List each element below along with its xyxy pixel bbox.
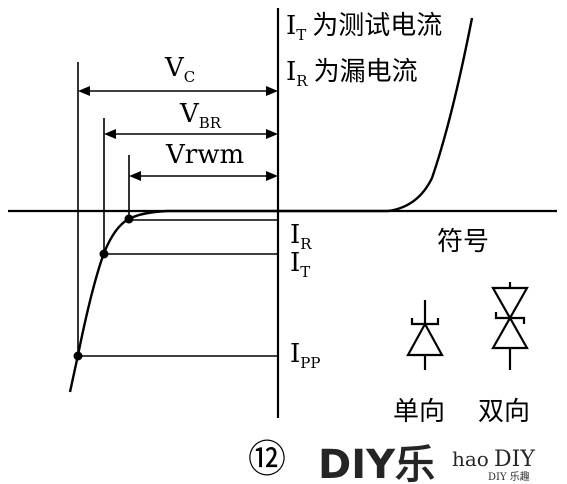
bidirectional-tvs-symbol-icon bbox=[491, 282, 529, 370]
unidirectional-tvs-symbol-icon bbox=[406, 300, 444, 370]
unidirectional-label: 单向 bbox=[393, 397, 445, 427]
forward-iv-curve bbox=[278, 17, 474, 213]
vbr-label: VBR bbox=[179, 99, 222, 132]
ipp-axis-label: IPP bbox=[290, 339, 320, 372]
vrwm-point bbox=[124, 214, 134, 224]
it-axis-label: IT bbox=[290, 248, 310, 281]
vc-point bbox=[73, 351, 83, 361]
vc-label: VC bbox=[164, 53, 195, 86]
vrwm-label: Vrwm bbox=[165, 140, 244, 170]
figure-number: ⑫ bbox=[248, 437, 286, 481]
watermark-diy: DIY bbox=[494, 447, 535, 472]
site-watermark: DIY乐 hao DIY DIY 乐趣 bbox=[318, 442, 535, 484]
watermark-small: DIY 乐趣 bbox=[488, 470, 530, 483]
vbr-dimension-arrow bbox=[104, 129, 278, 139]
reverse-iv-curve bbox=[68, 209, 278, 393]
bidirectional-label: 双向 bbox=[478, 397, 530, 427]
vrwm-dimension-arrow bbox=[129, 171, 278, 181]
watermark-brand: DIY乐 bbox=[318, 442, 435, 484]
watermark-ascii: hao bbox=[452, 447, 489, 471]
vc-dimension-arrow bbox=[78, 86, 278, 96]
vbr-point bbox=[99, 249, 109, 259]
symbol-title: 符号 bbox=[437, 227, 489, 257]
ir-axis-label: IR bbox=[290, 220, 312, 253]
